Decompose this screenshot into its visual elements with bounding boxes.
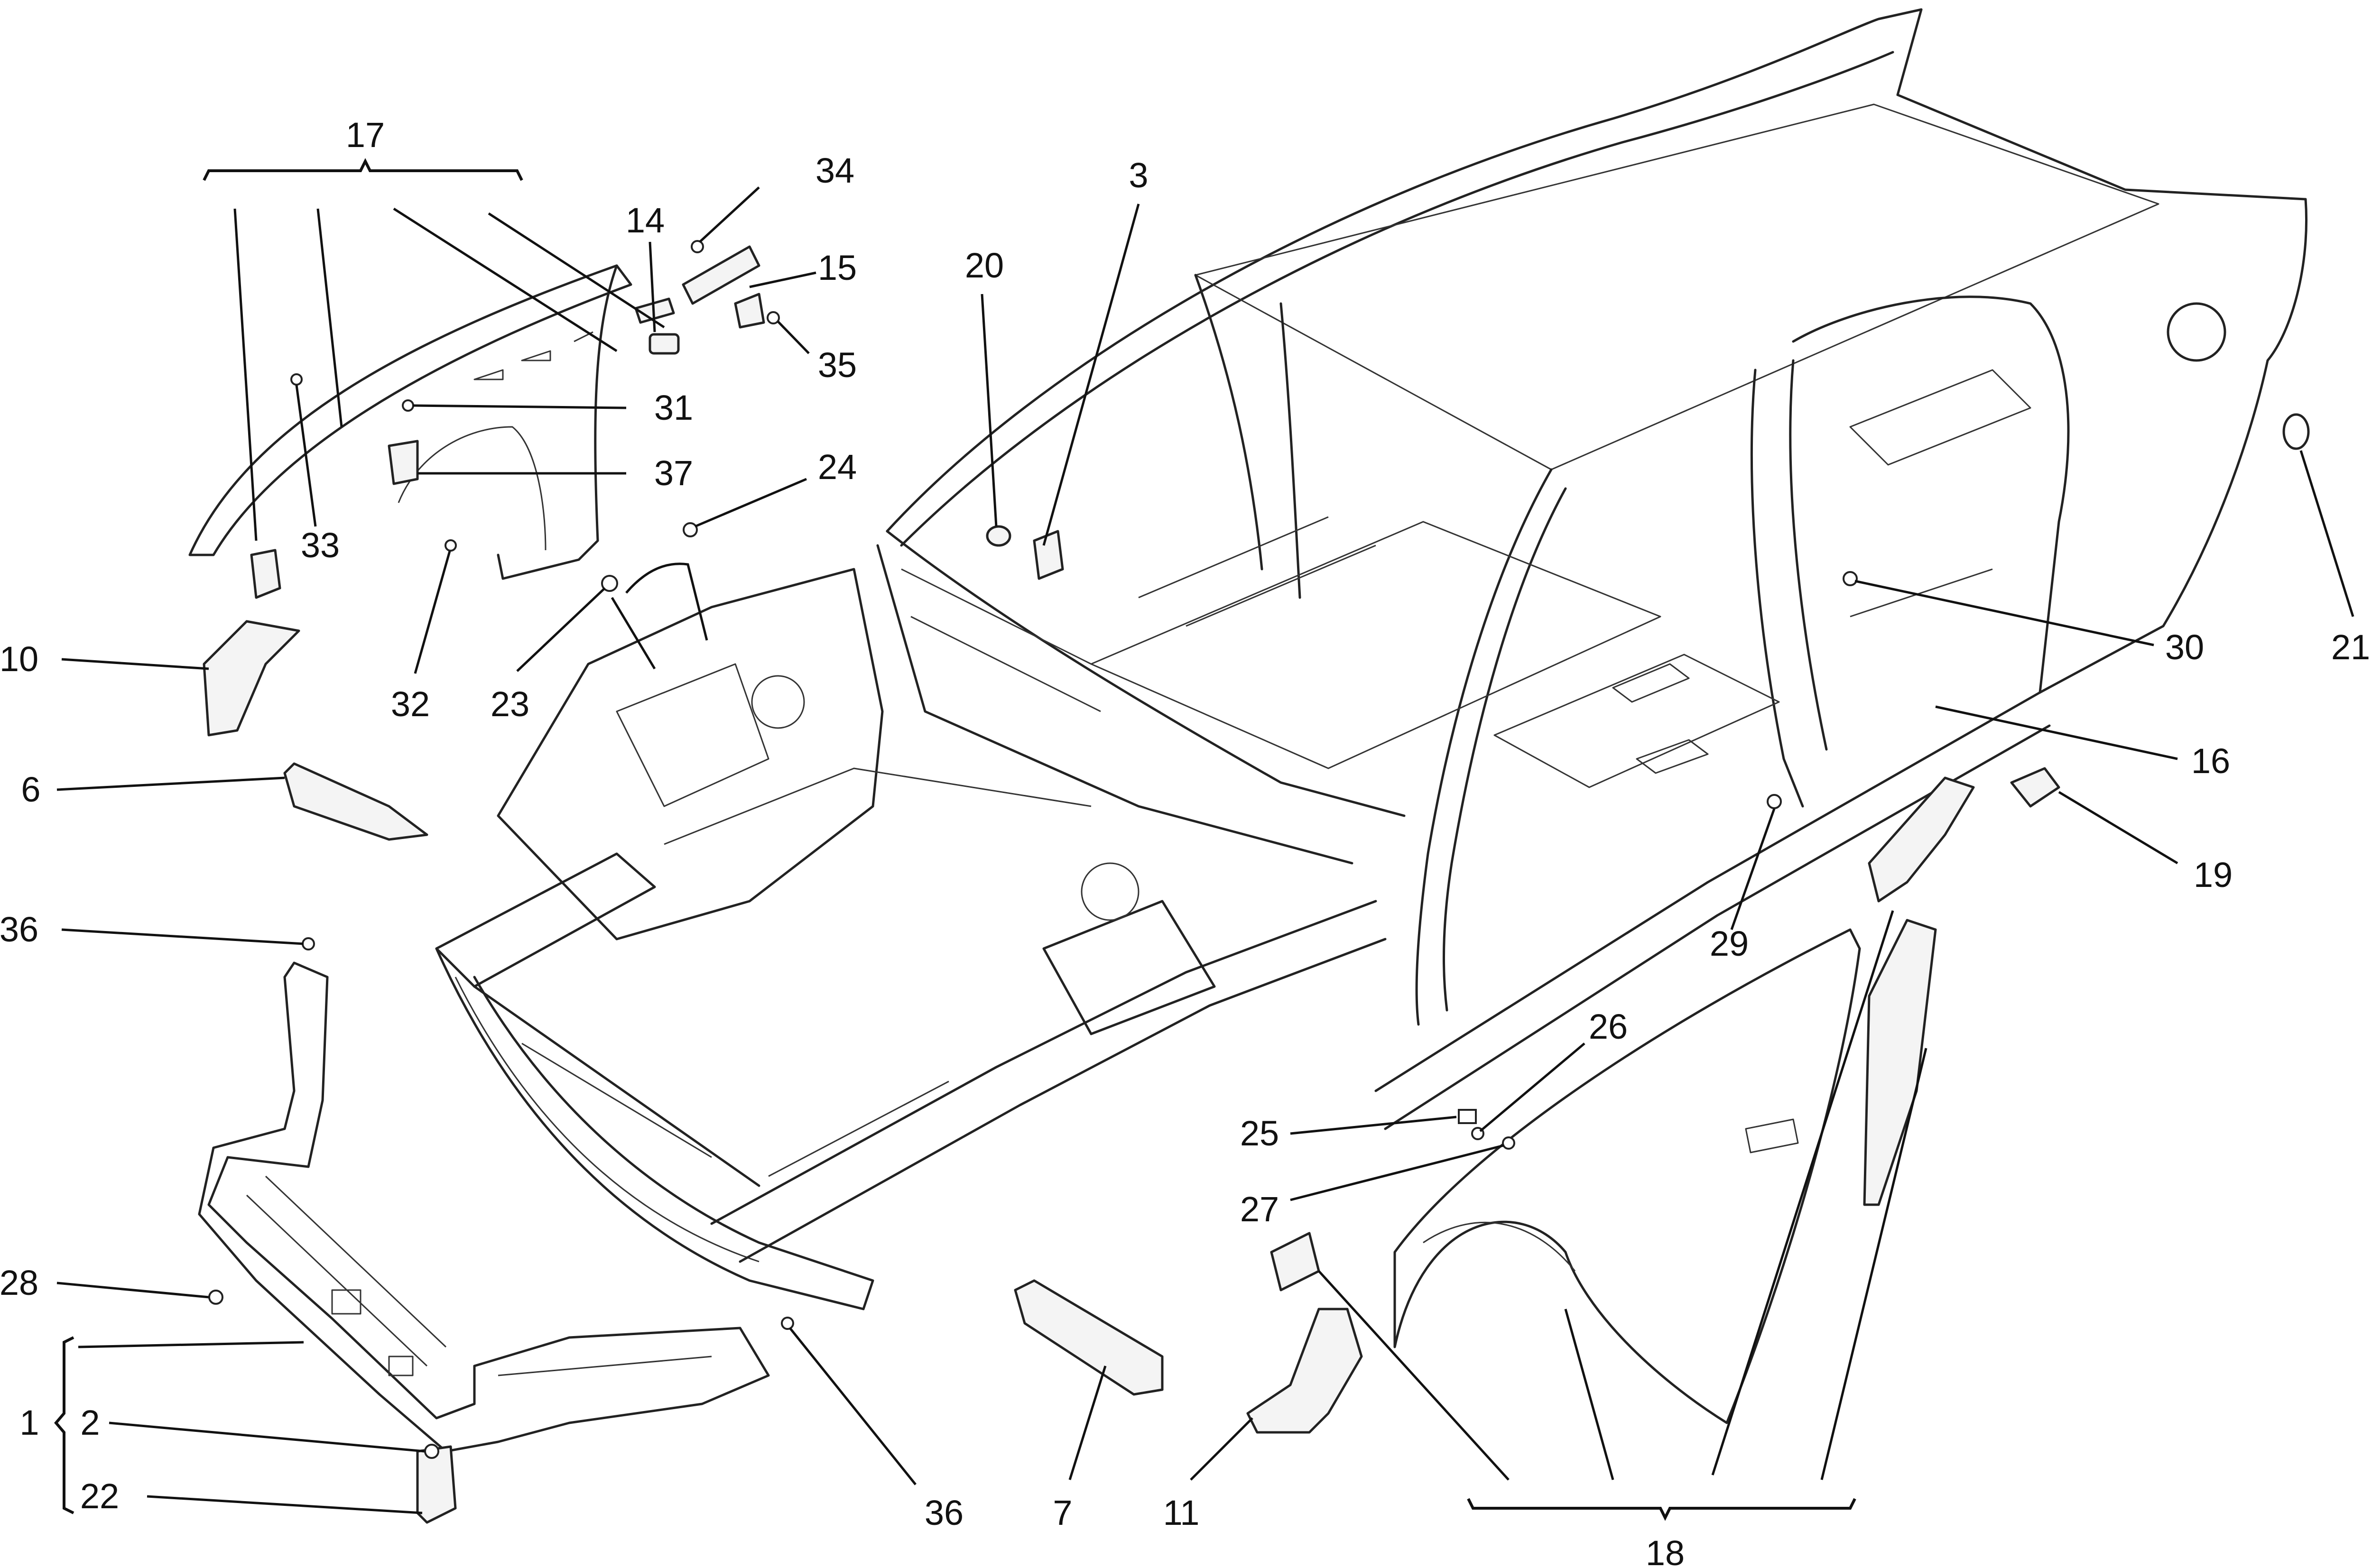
part-35-screw [767,311,780,324]
part-6-bracket [283,762,428,841]
part-28-nut [208,1290,223,1305]
callout-16: 16 [2191,741,2230,781]
part-19-grommet [2010,767,2060,808]
callout-35: 35 [818,345,857,385]
callout-26: 26 [1589,1007,1628,1046]
part-7-bracket [1014,1279,1164,1396]
callout-30: 30 [2165,627,2204,667]
front-fender-right [1393,928,1861,1424]
part-14-clip [649,333,680,355]
part-36a-screw [302,937,315,950]
part-29-plug [1767,794,1782,809]
part-11-tab [1270,1232,1320,1291]
callout-24: 24 [818,447,857,487]
part-30-plug [1843,571,1858,586]
part-22-bracket [416,1445,457,1524]
callout-33: 33 [301,526,340,565]
callout-36-upper: 36 [0,910,38,949]
part-36b-screw [781,1317,794,1330]
part-10-bracket [203,620,300,737]
callout-11: 11 [1163,1493,1200,1532]
body-shell [876,8,2310,1130]
part-10-tab [250,549,281,599]
callout-10: 10 [0,639,38,679]
callout-37: 37 [654,453,693,493]
callout-34: 34 [815,151,854,190]
callout-19: 19 [2194,855,2233,895]
part-33-screw [290,373,303,386]
callout-28: 28 [0,1263,38,1302]
front-fender-left [188,264,632,580]
callout-23: 23 [491,684,529,724]
callout-18: 18 [1646,1533,1685,1568]
part-27-washer [1502,1136,1515,1150]
callout-1: 1 [19,1403,39,1442]
callout-2: 2 [80,1403,100,1442]
callout-20: 20 [965,246,1004,285]
callout-29: 29 [1710,924,1749,963]
callout-21: 21 [2331,627,2370,667]
part-31-screw [402,399,414,412]
callout-25: 25 [1240,1114,1279,1153]
callout-6: 6 [21,770,40,809]
part-15-bracket [682,245,760,305]
callout-22: 22 [80,1476,119,1516]
callout-32: 32 [391,684,430,724]
callout-7: 7 [1053,1493,1072,1532]
leader-lines [54,158,2354,1521]
part-11-bracket [1246,1308,1363,1434]
part-32-screw [445,539,457,552]
front-structure [435,568,1387,1310]
part-25-bolt [1458,1109,1477,1124]
callout-labels: 17 14 34 15 35 3 20 31 37 33 24 32 23 10… [0,115,2370,1568]
part-2-screw [424,1444,439,1459]
callout-31: 31 [654,388,693,427]
part-20-plug [986,525,1011,547]
callout-14: 14 [626,201,665,240]
part-15-plate [734,293,765,329]
part-18-liner [1868,776,1975,903]
callout-27: 27 [1240,1190,1279,1229]
front-crash-beam [198,961,770,1453]
callout-36-lower: 36 [925,1493,964,1532]
part-34-screw [691,240,704,253]
part-23-nut [601,575,618,592]
callout-3: 3 [1129,156,1148,195]
callout-17: 17 [346,115,385,155]
part-24-nut [683,522,698,537]
callout-15: 15 [818,248,857,287]
part-37-bracket [388,440,419,485]
part-3-label [1033,530,1064,580]
